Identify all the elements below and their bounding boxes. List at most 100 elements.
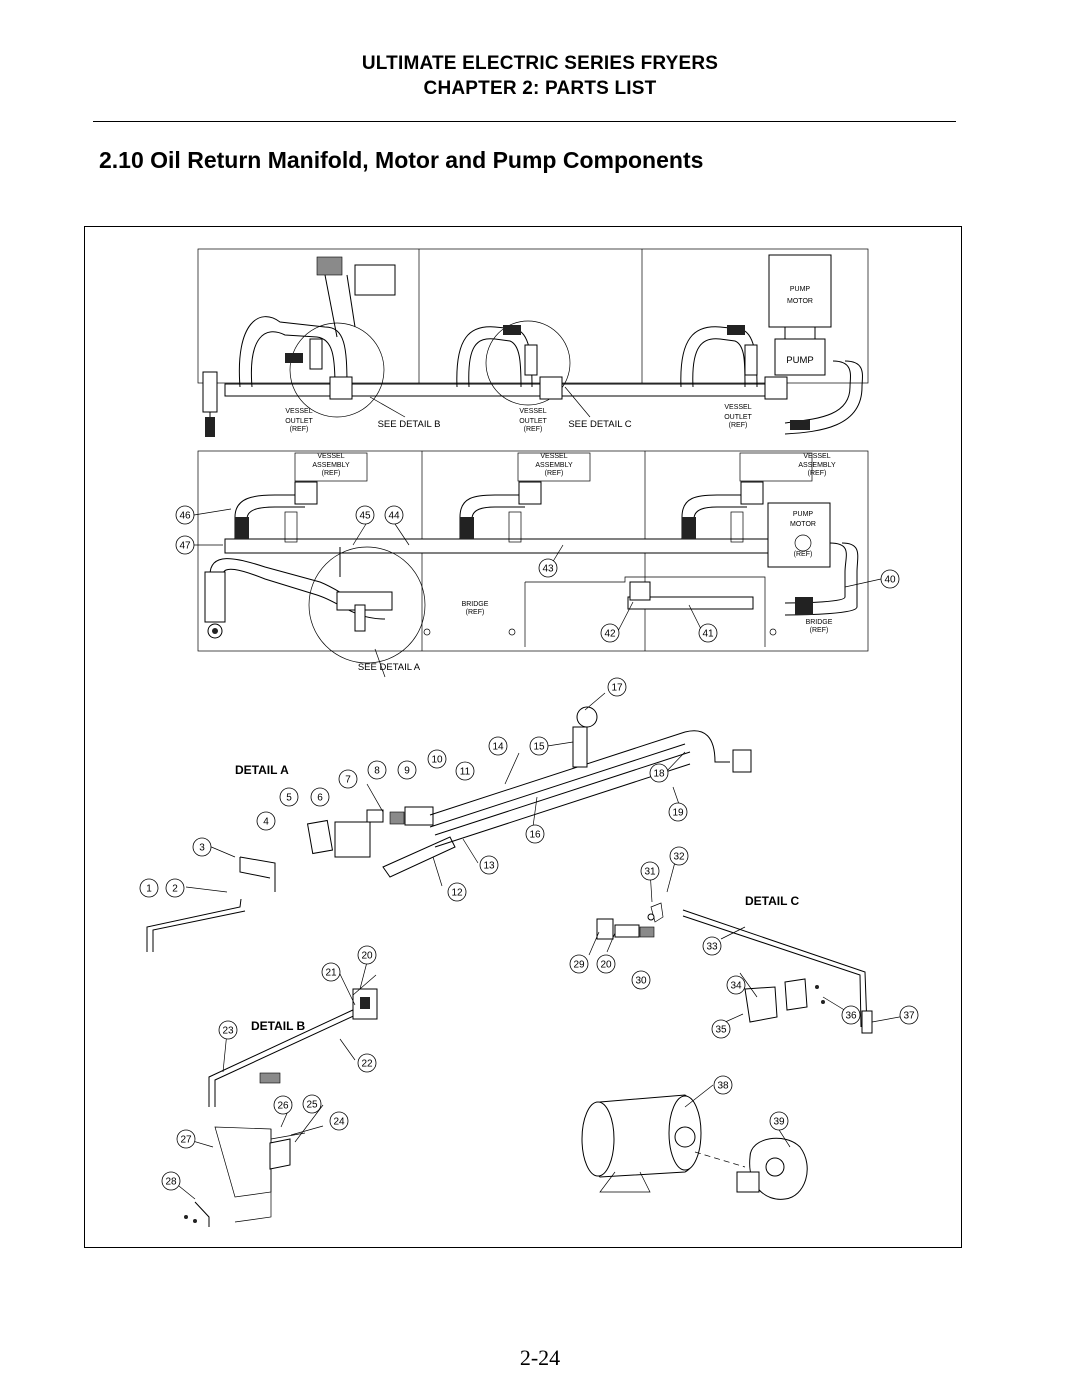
callout-number: 3 — [199, 843, 205, 854]
callout-34: 34 — [726, 975, 746, 995]
callout-circle — [302, 1094, 322, 1114]
callout-36: 36 — [841, 1005, 861, 1025]
callout-3: 3 — [192, 837, 212, 857]
callout-circle — [538, 558, 558, 578]
callout-27: 27 — [176, 1129, 196, 1149]
callout-number: 14 — [492, 742, 504, 753]
callout-circle — [841, 1005, 861, 1025]
callout-42: 42 — [600, 623, 620, 643]
callout-number: 15 — [533, 742, 545, 753]
callout-circle — [165, 878, 185, 898]
callout-circle — [488, 736, 508, 756]
callout-40: 40 — [880, 569, 900, 589]
callout-number: 47 — [179, 541, 191, 552]
callout-circle — [596, 954, 616, 974]
bridge-ref-label-2: BRIDGE(REF) — [806, 619, 833, 634]
callout-12: 12 — [447, 882, 467, 902]
callout-circle — [175, 505, 195, 525]
callout-circle — [279, 787, 299, 807]
callout-number: 30 — [635, 976, 647, 987]
callout-28: 28 — [161, 1171, 181, 1191]
callout-47: 47 — [175, 535, 195, 555]
callout-number: 1 — [146, 884, 152, 895]
detail-a-title: DETAIL A — [235, 763, 289, 777]
callout-32: 32 — [669, 846, 689, 866]
detail-c-title: DETAIL C — [745, 894, 800, 908]
callout-circle — [218, 1020, 238, 1040]
callout-number: 37 — [903, 1011, 915, 1022]
callout-23: 23 — [218, 1020, 238, 1040]
callout-19: 19 — [668, 802, 688, 822]
callout-circle — [447, 882, 467, 902]
callout-number: 39 — [773, 1117, 785, 1128]
callout-8: 8 — [367, 760, 387, 780]
callout-number: 41 — [702, 629, 714, 640]
callout-16: 16 — [525, 824, 545, 844]
callout-22: 22 — [357, 1053, 377, 1073]
callout-31: 31 — [640, 861, 660, 881]
callout-9: 9 — [397, 760, 417, 780]
see-detail-a-label: SEE DETAIL A — [358, 662, 421, 673]
callout-circle — [357, 1053, 377, 1073]
callout-circle — [367, 760, 387, 780]
callout-37: 37 — [899, 1005, 919, 1025]
callout-number: 4 — [263, 817, 269, 828]
callout-circle — [669, 846, 689, 866]
callout-24: 24 — [329, 1111, 349, 1131]
callout-5: 5 — [279, 787, 299, 807]
callout-number: 22 — [361, 1059, 373, 1070]
callout-number: 45 — [359, 511, 371, 522]
callout-15: 15 — [529, 736, 549, 756]
callout-number: 2 — [172, 884, 178, 895]
callout-1: 1 — [139, 878, 159, 898]
callout-circle — [649, 763, 669, 783]
callout-circle — [640, 861, 660, 881]
callout-circle — [338, 769, 358, 789]
callout-circle — [176, 1129, 196, 1149]
header-title: ULTIMATE ELECTRIC SERIES FRYERS — [361, 53, 719, 74]
callout-number: 38 — [717, 1081, 729, 1092]
callout-circle — [713, 1075, 733, 1095]
callout-circle — [256, 811, 276, 831]
callouts — [173, 508, 906, 1200]
callout-20: 20 — [357, 945, 377, 965]
callout-circle — [529, 736, 549, 756]
callout-number: 11 — [460, 767, 471, 778]
callout-21: 21 — [321, 962, 341, 982]
callout-43: 43 — [538, 558, 558, 578]
callout-44: 44 — [384, 505, 404, 525]
callout-30: 30 — [631, 970, 651, 990]
callout-number: 25 — [306, 1100, 318, 1111]
callout-14: 14 — [488, 736, 508, 756]
callout-number: 27 — [180, 1135, 192, 1146]
callout-number: 46 — [179, 511, 191, 522]
section-title: 2.10 Oil Return Manifold, Motor and Pump… — [99, 147, 704, 173]
callout-number: 29 — [573, 960, 585, 971]
callout-circle — [479, 855, 499, 875]
callout-number: 31 — [644, 867, 656, 878]
callout-circle — [310, 787, 330, 807]
callout-circle — [329, 1111, 349, 1131]
callout-circle — [321, 962, 341, 982]
callout-7: 7 — [338, 769, 358, 789]
callout-circle — [455, 761, 475, 781]
callout-circle — [139, 878, 159, 898]
callout-number: 5 — [286, 793, 292, 804]
callout-number: 44 — [388, 511, 400, 522]
callout-2: 2 — [165, 878, 185, 898]
callout-20: 20 — [596, 954, 616, 974]
callout-number: 17 — [611, 683, 623, 694]
callout-13: 13 — [479, 855, 499, 875]
callout-circle — [769, 1111, 789, 1131]
callout-number: 33 — [706, 942, 718, 953]
header-rule — [93, 121, 956, 122]
callout-number: 28 — [165, 1177, 177, 1188]
callout-number: 20 — [600, 960, 612, 971]
callout-number: 6 — [317, 793, 323, 804]
